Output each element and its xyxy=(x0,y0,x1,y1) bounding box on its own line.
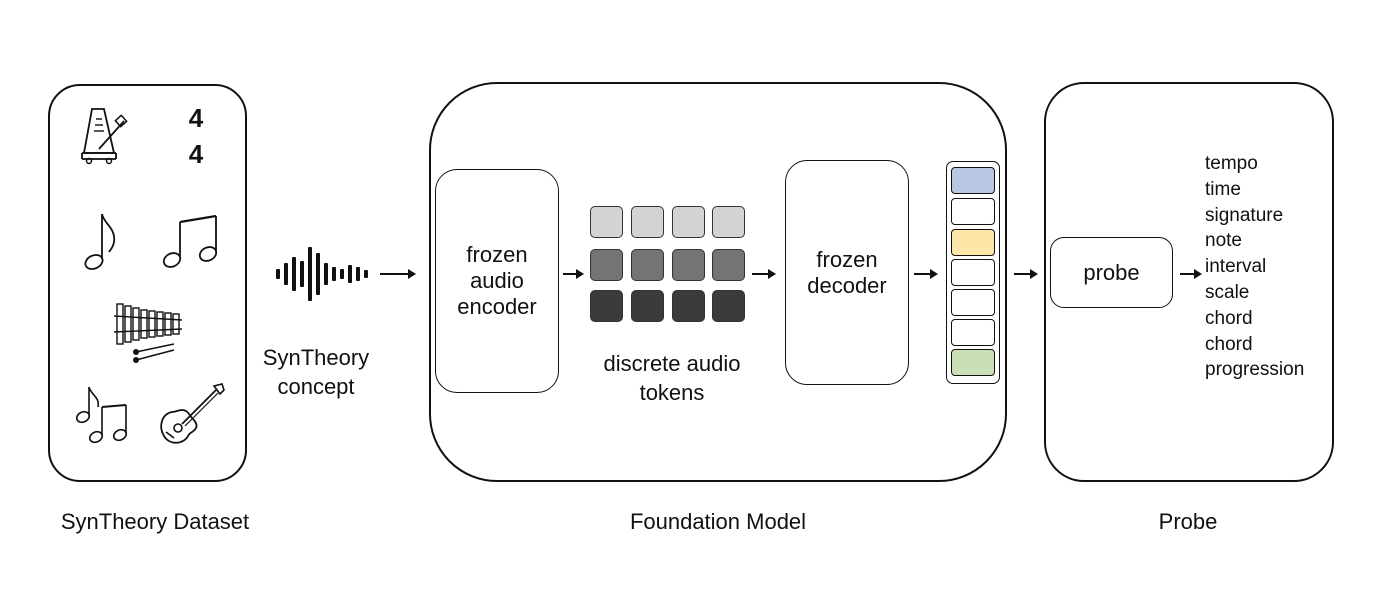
dataset-caption: SynTheory Dataset xyxy=(60,509,250,534)
concept-item-time: time xyxy=(1205,178,1241,200)
token xyxy=(590,249,623,281)
decoder-label-line2: decoder xyxy=(807,272,887,298)
token xyxy=(672,206,705,238)
token xyxy=(712,290,745,322)
embedding-cell xyxy=(951,259,995,286)
tokens-label-line1: discrete audio xyxy=(603,351,741,376)
token xyxy=(631,290,664,322)
arrow-encoder-to-tokens xyxy=(563,269,584,279)
probe-box: probe xyxy=(1050,237,1173,308)
time-signature-top: 4 xyxy=(188,103,204,133)
time-signature-bottom: 4 xyxy=(188,139,204,169)
concept-item-scale: scale xyxy=(1205,281,1250,303)
notes-icon xyxy=(75,386,128,444)
concept-list: tempo time signature note interval scale… xyxy=(1205,151,1335,383)
token xyxy=(631,206,664,238)
token xyxy=(672,249,705,281)
concept-item-note: note xyxy=(1205,230,1242,252)
concept-item-progression: progression xyxy=(1205,359,1305,381)
token xyxy=(590,206,623,238)
quarter-note-icon xyxy=(84,213,116,270)
beamed-eighth-notes-icon xyxy=(162,214,218,268)
dataset-panel xyxy=(48,84,247,482)
concept-label-line1: SynTheory xyxy=(262,345,370,370)
xylophone-icon xyxy=(114,303,182,363)
tokens-label-line2: tokens xyxy=(639,380,705,405)
concept-item-chord: chord xyxy=(1205,307,1253,329)
arrow-probe-to-concepts xyxy=(1180,269,1202,279)
guitar-icon xyxy=(160,383,225,444)
arrow-decoder-to-embedding xyxy=(914,269,938,279)
arrow-tokens-to-decoder xyxy=(752,269,776,279)
embedding-cell xyxy=(951,167,995,194)
token xyxy=(590,290,623,322)
decoder-label-line1: frozen xyxy=(816,246,878,272)
token xyxy=(712,249,745,281)
concept-item-interval: interval xyxy=(1205,256,1267,278)
probe-caption: Probe xyxy=(1158,509,1218,534)
token xyxy=(672,290,705,322)
concept-item-signature: signature xyxy=(1205,204,1284,226)
embedding-cell xyxy=(951,289,995,316)
arrow-model-to-probe xyxy=(1014,269,1038,279)
encoder-label-line1: frozen xyxy=(466,242,528,267)
embedding-cell xyxy=(951,349,995,376)
foundation-caption: Foundation Model xyxy=(629,509,807,534)
embedding-cell xyxy=(951,229,995,256)
embedding-cell xyxy=(951,198,995,225)
embedding-vector xyxy=(946,161,1000,384)
token xyxy=(712,206,745,238)
embedding-cell xyxy=(951,319,995,346)
waveform-icon xyxy=(276,247,368,301)
token xyxy=(631,249,664,281)
concept-item-tempo: tempo xyxy=(1205,153,1258,174)
probe-box-label: probe xyxy=(1083,259,1140,285)
frozen-decoder-box: frozen decoder xyxy=(785,160,909,385)
concept-item-chord-2: chord xyxy=(1205,333,1253,355)
encoder-label-line3: encoder xyxy=(457,294,537,319)
encoder-label-line2: audio xyxy=(470,268,524,293)
frozen-audio-encoder-box: frozen audio encoder xyxy=(435,169,559,393)
metronome-icon xyxy=(81,108,128,165)
concept-label-line2: concept xyxy=(277,374,355,399)
token-grid xyxy=(590,206,746,324)
arrow-concept-to-model xyxy=(380,269,416,279)
